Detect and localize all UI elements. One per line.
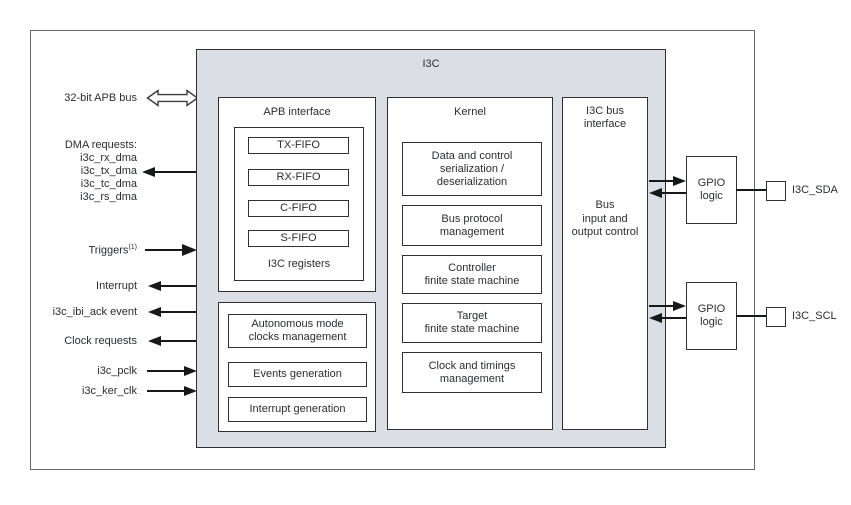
ibi-ack-arrow-head [148,307,161,317]
scl-in-arrow-shaft [649,305,676,307]
ibi-ack-label: i3c_ibi_ack event [52,306,137,318]
sda-in-arrow-head [673,176,686,186]
dma-requests-label: DMA requests: i3c_rx_dma i3c_tx_dma i3c_… [30,139,137,204]
interrupt-generation-block: Interrupt generation [228,397,367,422]
i3c-registers-label: I3C registers [267,258,331,270]
dma-arrow [142,166,197,178]
scl-in-arrow [649,300,686,312]
i3c-block: I3C APB interface TX-FIFO RX-FIFO C-FIFO… [196,49,666,448]
autonomous-mode-clocks-block: Autonomous mode clocks management [228,314,367,348]
sda-in-arrow [649,175,686,187]
interrupt-arrow-shaft [158,285,197,287]
gpio-logic-box-sda: GPIO logic [686,156,737,224]
clock-requests-arrow-shaft [158,340,197,342]
dma-line-rs: i3c_rs_dma [80,191,137,203]
dma-arrow-shaft [152,171,197,173]
apb-bus-double-arrow-icon [146,89,199,107]
triggers-arrow-shaft [145,248,187,252]
apb-interface-box: APB interface TX-FIFO RX-FIFO C-FIFO S-F… [218,97,376,292]
pad-i3c-sda [766,181,786,201]
kernel-box: Kernel Data and control serialization / … [387,97,553,430]
scl-in-arrow-head [673,301,686,311]
fifo-group-box: TX-FIFO RX-FIFO C-FIFO S-FIFO I3C regist… [234,127,364,281]
ker-clk-arrow [147,385,197,397]
apb-bus-label: 32-bit APB bus [64,92,137,104]
triggers-arrow-head [182,244,197,256]
dma-line-tc: i3c_tc_dma [80,178,137,190]
sda-out-arrow-shaft [659,192,686,194]
rx-fifo-box: RX-FIFO [248,169,349,186]
scl-out-arrow [649,312,686,324]
sda-in-arrow-shaft [649,180,676,182]
events-generation-block: Events generation [228,362,367,387]
clock-requests-arrow-head [148,336,161,346]
triggers-footnote: (1) [128,244,137,251]
clock-requests-label: Clock requests [64,335,137,347]
triggers-arrow [145,244,197,256]
bus-io-control-label: Bus input and output control [571,199,639,238]
apb-interface-title: APB interface [263,106,331,118]
sda-pad-line [736,189,766,191]
pclk-arrow [147,365,197,377]
pclk-arrow-head [184,366,197,376]
ibi-ack-arrow-shaft [158,311,197,313]
pclk-arrow-shaft [147,370,187,372]
scl-out-arrow-head [649,313,662,323]
triggers-label: Triggers(1) [30,244,138,258]
dma-line-tx: i3c_tx_dma [80,165,137,177]
ker-clk-arrow-shaft [147,390,187,392]
serialization-block: Data and control serialization / deseria… [402,142,542,196]
clock-timings-block: Clock and timings management [402,352,542,393]
pad-i3c-scl [766,307,786,327]
interrupt-label: Interrupt [96,280,137,292]
gpio-logic-box-scl: GPIO logic [686,282,737,350]
scl-pad-line [736,315,766,317]
interrupt-arrow [148,280,197,292]
sda-out-arrow [649,187,686,199]
c-fifo-box: C-FIFO [248,200,349,217]
dma-requests-header: DMA requests: [64,139,137,151]
ker-clk-arrow-head [184,386,197,396]
i3c-title: I3C [422,58,440,70]
dma-arrow-head [142,167,155,177]
i3c-bus-interface-box: I3C bus interface Bus input and output c… [562,97,648,430]
i3c-bus-interface-title: I3C bus interface [583,105,627,130]
sda-out-arrow-head [649,188,662,198]
tx-fifo-box: TX-FIFO [248,137,349,154]
scl-out-arrow-shaft [659,317,686,319]
s-fifo-box: S-FIFO [248,230,349,247]
bus-protocol-block: Bus protocol management [402,205,542,246]
i3c-sda-label: I3C_SDA [792,184,838,196]
ibi-ack-arrow [148,306,197,318]
interrupt-arrow-head [148,281,161,291]
controller-fsm-block: Controller finite state machine [402,255,542,294]
clock-requests-arrow [148,335,197,347]
ker-clk-label: i3c_ker_clk [81,385,137,397]
triggers-text: Triggers [88,244,129,257]
target-fsm-block: Target finite state machine [402,303,542,343]
pclk-label: i3c_pclk [97,365,137,377]
i3c-scl-label: I3C_SCL [792,310,837,322]
kernel-title: Kernel [454,106,486,118]
dma-line-rx: i3c_rx_dma [80,152,137,164]
clocks-events-box: Autonomous mode clocks management Events… [218,302,376,432]
